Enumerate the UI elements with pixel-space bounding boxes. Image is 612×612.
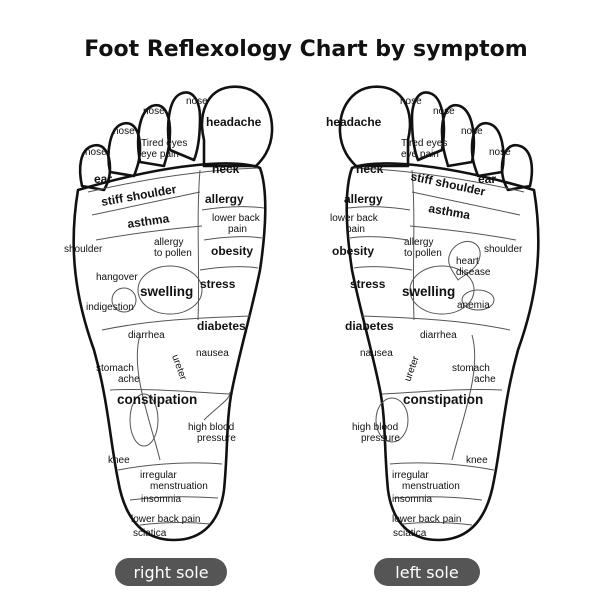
right-label-menstruation: menstruation xyxy=(150,481,208,492)
right-label-knee: knee xyxy=(108,455,130,466)
left-label-heart: heart xyxy=(456,256,479,267)
left-sole-pill xyxy=(374,558,480,586)
left-label-insomnia: insomnia xyxy=(392,494,432,505)
left-label-neck: neck xyxy=(356,162,384,176)
left-label-irregular: irregular xyxy=(392,470,429,481)
left-label-obesity: obesity xyxy=(332,244,374,258)
left-big-toe-outline xyxy=(338,85,412,168)
right-toe-5-outline xyxy=(78,143,112,192)
left-label-ache: ache xyxy=(474,374,496,385)
left-label-anemia: anemia xyxy=(457,300,490,311)
right-label-diarrhea: diarrhea xyxy=(128,330,165,341)
right-label-lower-back: lower back xyxy=(212,213,261,224)
left-sole-caption: left sole xyxy=(374,558,480,586)
left-label-tired-eyes: Tired eyes xyxy=(401,138,447,149)
left-label-nose: nose xyxy=(433,106,455,117)
left-label-ear: ear xyxy=(478,172,496,186)
right-label-nose: nose xyxy=(85,147,107,158)
right-label-allergy: allergy xyxy=(205,192,244,206)
left-label-nose: nose xyxy=(400,96,422,107)
left-toe-3-outline xyxy=(440,103,476,168)
left-label-pain: pain xyxy=(346,224,365,235)
left-label-to-pollen: to pollen xyxy=(404,248,442,259)
right-label-eye-pain: eye pain xyxy=(141,149,179,160)
right-sole-caption: right sole xyxy=(115,558,227,586)
right-label-asthma: asthma xyxy=(126,211,170,231)
left-label-diabetes: diabetes xyxy=(345,319,394,333)
left-label-allergy: allergy xyxy=(344,192,383,206)
left-label-stomach: stomach xyxy=(452,363,490,374)
left-label-nose: nose xyxy=(461,126,483,137)
right-label-nose: nose xyxy=(143,106,165,117)
right-label-high-blood: high blood xyxy=(188,422,234,433)
right-label-ache: ache xyxy=(118,374,140,385)
left-label-nose: nose xyxy=(489,147,511,158)
left-label-sciatica: sciatica xyxy=(393,528,427,539)
right-label-sciatica: sciatica xyxy=(133,528,167,539)
right-label-to-pollen: to pollen xyxy=(154,248,192,259)
right-toe-4-outline xyxy=(107,121,142,178)
left-zone-lines xyxy=(347,167,525,526)
left-label-pressure: pressure xyxy=(361,433,400,444)
right-label-lower-back-pain: lower back pain xyxy=(131,514,200,525)
left-label-swelling: swelling xyxy=(402,284,455,299)
right-big-toe-outline xyxy=(200,85,274,168)
left-label-headache: headache xyxy=(326,115,382,129)
right-label-irregular: irregular xyxy=(140,470,177,481)
right-label-nausea: nausea xyxy=(196,348,229,359)
right-label-pain: pain xyxy=(228,224,247,235)
left-label-shoulder: shoulder xyxy=(484,244,523,255)
left-label-constipation: constipation xyxy=(403,392,483,407)
left-label-disease: disease xyxy=(456,267,491,278)
right-label-headache: headache xyxy=(206,115,262,129)
left-sole: nose nose nose nose headache Tired eyes … xyxy=(326,85,540,542)
right-sole-caption-text: right sole xyxy=(133,563,208,582)
left-label-eye-pain: eye pain xyxy=(401,149,439,160)
right-label-hangover: hangover xyxy=(96,272,138,283)
right-label-nose: nose xyxy=(186,96,208,107)
right-label-ear: ear xyxy=(94,172,112,186)
right-label-swelling: swelling xyxy=(140,284,193,299)
left-label-nausea: nausea xyxy=(360,348,393,359)
right-sole: nose nose nose nose headache Tired eyes … xyxy=(64,85,274,542)
left-label-ureter: ureter xyxy=(402,354,422,383)
left-label-diarrhea: diarrhea xyxy=(420,330,457,341)
right-label-neck: neck xyxy=(212,162,240,176)
left-sole-caption-text: left sole xyxy=(395,563,458,582)
left-toe-5-outline xyxy=(500,143,534,192)
left-label-high-blood: high blood xyxy=(352,422,398,433)
right-label-constipation: constipation xyxy=(117,392,197,407)
left-label-lower-back-pain: lower back pain xyxy=(392,514,461,525)
right-zone-lines xyxy=(87,167,265,526)
right-label-nose: nose xyxy=(113,126,135,137)
right-label-stress: stress xyxy=(200,277,236,291)
right-label-allergy: allergy xyxy=(154,237,183,248)
right-label-stomach: stomach xyxy=(96,363,134,374)
left-label-knee: knee xyxy=(466,455,488,466)
left-label-stress: stress xyxy=(350,277,386,291)
right-label-ureter: ureter xyxy=(169,353,189,382)
left-toe-2-outline xyxy=(410,91,446,162)
right-label-obesity: obesity xyxy=(211,244,253,258)
right-toe-2-outline xyxy=(166,91,202,162)
right-toe-3-outline xyxy=(136,103,172,168)
right-label-indigestion: indigestion xyxy=(86,302,134,313)
right-label-diabetes: diabetes xyxy=(197,319,246,333)
right-label-shoulder: shoulder xyxy=(64,244,103,255)
right-sole-outline xyxy=(72,162,267,542)
right-sole-pill xyxy=(115,558,227,586)
left-label-menstruation: menstruation xyxy=(402,481,460,492)
left-sole-outline xyxy=(345,162,540,542)
right-label-insomnia: insomnia xyxy=(141,494,181,505)
left-label-lower-back: lower back xyxy=(330,213,379,224)
left-toe-4-outline xyxy=(470,121,505,178)
left-label-allergy: allergy xyxy=(404,237,433,248)
left-label-asthma: asthma xyxy=(427,201,471,222)
right-label-tired-eyes: Tired eyes xyxy=(141,138,187,149)
page-title: Foot Reflexology Chart by symptom xyxy=(84,37,527,62)
right-label-pressure: pressure xyxy=(197,433,236,444)
